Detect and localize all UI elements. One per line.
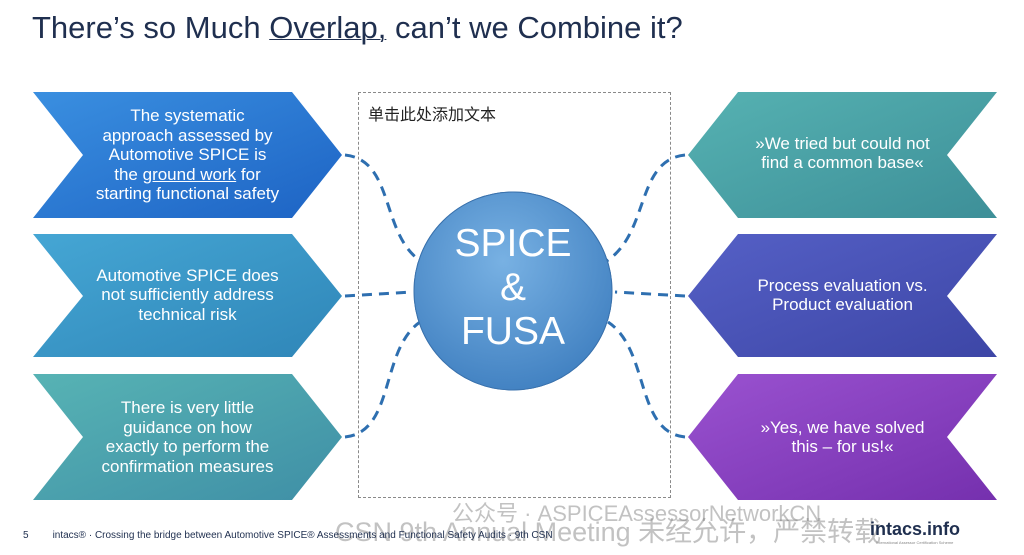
left-bottom-text: There is very little guidance on how exa… <box>101 398 274 476</box>
title-link: Overlap, <box>269 10 387 45</box>
watermark-line2: 公众号 · ASPICEAssessorNetworkCN <box>452 501 822 526</box>
ground-work-link: ground work <box>142 164 237 184</box>
text-placeholder-box[interactable]: 单击此处添加文本 <box>358 92 671 498</box>
connector-right-top <box>604 153 686 264</box>
left-top-text: The systematic approach assessed by Auto… <box>95 106 280 204</box>
right-box-bottom <box>688 374 997 500</box>
right-top-text: »We tried but could not find a common ba… <box>755 133 930 173</box>
right-middle-text: Process evaluation vs. Product evaluatio… <box>757 275 928 315</box>
left-box-bottom <box>33 374 342 500</box>
connector-left-middle <box>344 290 413 298</box>
connector-left-top <box>344 153 423 264</box>
center-label: SPICE & FUSA <box>454 222 572 353</box>
right-bottom-text: »Yes, we have solved this – for us!« <box>760 417 925 457</box>
slide-footer: 5 intacs® · Crossing the bridge between A… <box>23 530 553 541</box>
logo-subtitle: International Assessor Certification Sch… <box>876 540 954 545</box>
left-box-middle <box>33 234 342 357</box>
watermark-line1: CSN 9th Annual Meeting 未经允许，严禁转载 <box>335 517 882 547</box>
right-box-middle <box>688 234 997 357</box>
left-middle-text: Automotive SPICE does not sufficiently a… <box>96 265 279 324</box>
page-number: 5 <box>23 530 29 541</box>
connector-left-bottom <box>344 320 421 439</box>
connector-right-bottom <box>607 320 686 439</box>
left-box-top <box>33 92 342 218</box>
placeholder-text: 单击此处添加文本 <box>368 107 497 124</box>
slide-title: There’s so Much Overlap, can’t we Combin… <box>32 10 683 45</box>
connectors <box>344 153 686 439</box>
right-box-top <box>688 92 997 218</box>
connector-right-middle <box>614 290 686 298</box>
footer-text: intacs® · Crossing the bridge between Au… <box>52 530 553 541</box>
intacs-logo: intacs.info <box>870 519 961 539</box>
